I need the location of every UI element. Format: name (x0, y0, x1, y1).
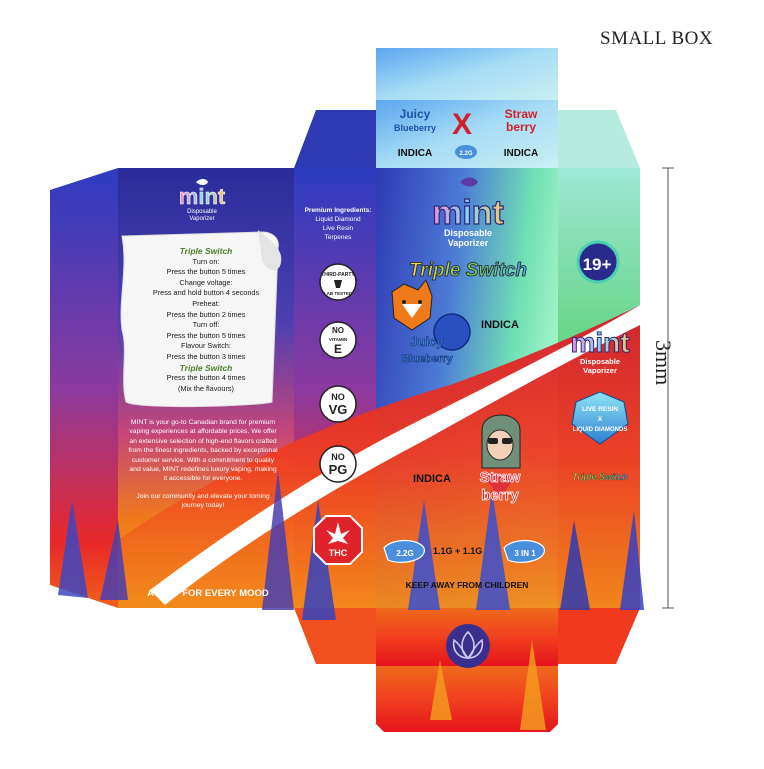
front-flavor-right-1: Straw (480, 469, 521, 486)
svg-text:NO: NO (331, 452, 345, 462)
side-product: Triple Switch (572, 472, 628, 482)
top-flap-content: Juicy Blueberry X Straw berry INDICA 2.2… (394, 107, 538, 159)
instructions-title: Triple Switch (179, 246, 233, 256)
total-badge: 2.2G (383, 539, 425, 563)
top-strain-left: INDICA (398, 148, 432, 159)
no-pg-badge: NO PG (319, 445, 357, 483)
top-flavor-left-2: Blueberry (394, 123, 436, 133)
instr-line: Press the button 5 times (166, 330, 246, 340)
instr-line: Turn off: (192, 320, 220, 330)
about-paragraph-2: Join our community and elevate your tomi… (136, 492, 270, 510)
svg-text:PG: PG (329, 462, 348, 477)
front-brand-sub-1: Disposable (444, 228, 492, 238)
bottom-dust-right (558, 608, 640, 664)
svg-text:LAB TESTED: LAB TESTED (324, 291, 353, 296)
top-total: 2.2G (459, 151, 472, 157)
front-flavor-left-1: Juicy (410, 334, 444, 349)
instr-line: Change voltage: (179, 277, 233, 287)
dust-flap-left (294, 110, 376, 168)
no-vg-badge: NO VG (319, 385, 357, 423)
svg-text:E: E (334, 342, 342, 356)
front-logo: mint Disposable Vaporizer Triple Switch (409, 177, 527, 281)
bottom-dust-left (294, 608, 376, 664)
svg-text:X: X (598, 416, 603, 423)
top-flavor-right-1: Straw (505, 107, 538, 121)
side-brand: mint (570, 327, 629, 358)
total-badge-text: 2.2G (396, 549, 413, 558)
resin-badge: LIVE RESIN X LIQUID DIAMONDS (571, 391, 629, 445)
torn-strip (150, 305, 640, 605)
back-brand-sub-2: Vaporizer (189, 216, 214, 222)
instr-line: Press the button 3 times (166, 351, 246, 361)
svg-text:THC: THC (329, 548, 348, 558)
instr-line: Press the button 4 times (166, 373, 246, 383)
no-vitamin-e-badge: NO VITAMIN E (319, 321, 357, 359)
lotus-logo (446, 624, 490, 668)
combo-badge-text: 3 IN 1 (514, 549, 536, 558)
bottom-flap (376, 666, 558, 732)
instr-line: Turn on: (192, 256, 220, 266)
svg-text:NO: NO (331, 392, 345, 402)
instr-line: Press the button 5 times (166, 267, 246, 277)
ingredients-heading: Premium Ingredients: (304, 207, 372, 214)
paper-scroll (120, 231, 279, 408)
about-text: MINT is your go-to Canadian brand for pr… (128, 418, 278, 519)
instr-line: Press and hold button 4 seconds (152, 288, 260, 298)
side-brand-sub-1: Disposable (580, 357, 620, 366)
instr-line: Press the button 2 times (166, 309, 246, 319)
top-flavor-right-2: berry (506, 120, 536, 134)
svg-text:LIVE RESIN: LIVE RESIN (582, 406, 618, 413)
front-brand-sub-2: Vaporizer (448, 238, 489, 248)
front-strain-left: INDICA (481, 319, 519, 331)
svg-text:THIRD-PARTY: THIRD-PARTY (321, 272, 355, 278)
back-logo: mint Disposable Vaporizer (179, 179, 226, 222)
side-brand-sub-2: Vaporizer (583, 366, 617, 375)
ingredient-item: Liquid Diamond (315, 216, 361, 223)
third-party-badge: THIRD-PARTY LAB TESTED (319, 263, 357, 301)
girl-mascot (481, 414, 521, 498)
top-flap (376, 48, 558, 100)
dimension-label: 3mm (651, 340, 676, 386)
instr-line: Flavour Switch: (181, 341, 231, 351)
instructions-text: Triple Switch Turn on: Press the button … (128, 246, 284, 394)
instructions-title-2: Triple Switch (179, 362, 233, 373)
tree-silhouettes (58, 470, 644, 730)
thc-badge: THC (313, 515, 363, 565)
svg-text:VG: VG (329, 402, 348, 417)
front-flavor-right-2: berry (481, 487, 519, 504)
fox-mascot (391, 279, 471, 351)
top-flap-lid (376, 100, 558, 168)
ingredient-item: Live Resin (322, 225, 354, 232)
svg-text:NO: NO (332, 326, 344, 335)
x-mark: X (452, 108, 472, 141)
front-product: Triple Switch (409, 260, 527, 281)
front-flavor-left-2: Blueberry (401, 353, 453, 365)
dose-text: 1.1G + 1.1G (433, 546, 483, 556)
back-bottom-flap (118, 608, 294, 640)
front-strain-right: INDICA (413, 473, 451, 485)
side-logo: mint Disposable Vaporizer (570, 327, 630, 376)
combo-badge: 3 IN 1 (503, 539, 545, 563)
about-paragraph-1: MINT is your go-to Canadian brand for pr… (128, 419, 278, 483)
svg-text:LIQUID DIAMONDS: LIQUID DIAMONDS (573, 427, 628, 433)
back-brand-sub-1: Disposable (187, 209, 217, 215)
front-brand: mint (432, 194, 504, 232)
top-flavor-left-1: Juicy (400, 107, 431, 121)
ingredient-item: Terpenes (324, 234, 352, 241)
dust-flap-right (558, 110, 640, 168)
top-strain-right: INDICA (504, 148, 538, 159)
age-badge: 19+ (576, 240, 620, 284)
glue-tab (50, 168, 118, 608)
instr-line: (Mix the flavours) (178, 383, 234, 393)
tagline: A MINT FOR EVERY MOOD (147, 588, 269, 599)
page-title: SMALL BOX (600, 28, 714, 49)
svg-text:19+: 19+ (583, 255, 612, 274)
ingredients: Premium Ingredients: Liquid Diamond Live… (300, 206, 376, 242)
warning-text: KEEP AWAY FROM CHILDREN (405, 580, 529, 590)
instr-line: Preheat: (192, 298, 220, 308)
back-brand: mint (179, 184, 226, 209)
svg-text:VITAMIN: VITAMIN (329, 337, 347, 342)
